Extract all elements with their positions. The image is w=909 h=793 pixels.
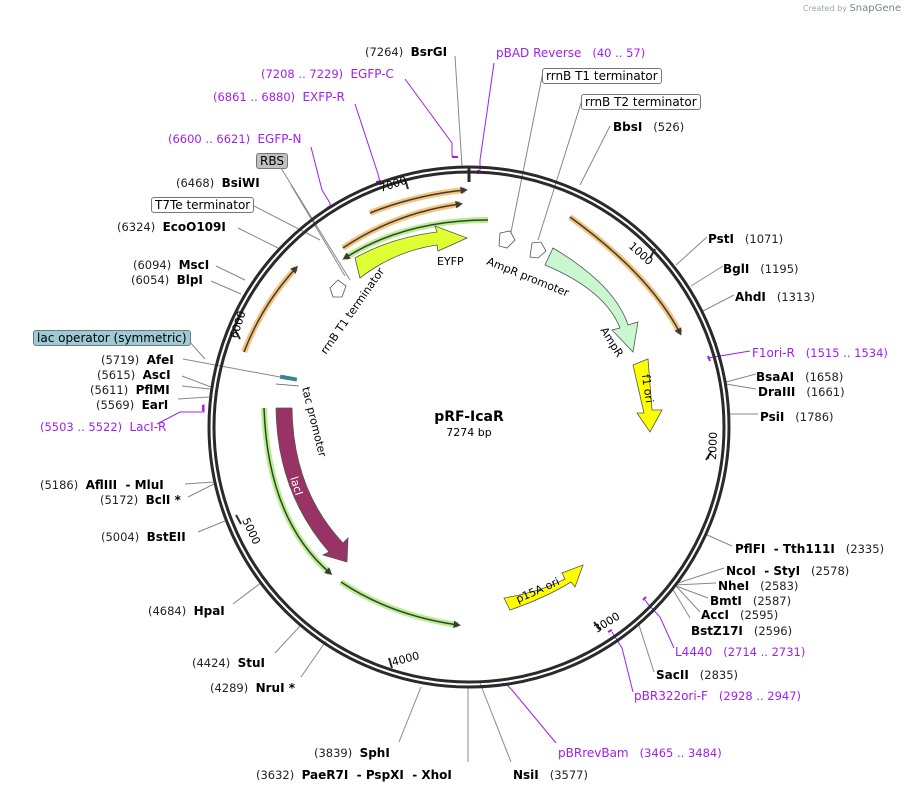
primer-leader-lines [156, 62, 751, 744]
enzyme-site-label[interactable]: BglI (1195) [723, 262, 799, 276]
enzyme-site-label[interactable]: (4684) HpaI [148, 604, 225, 618]
enzyme-site-label[interactable]: (6054) BlpI [131, 273, 203, 287]
enzyme-site-label[interactable]: BstZ17I (2596) [691, 624, 793, 638]
eyfp-feature [354, 225, 469, 279]
enzyme-site-label[interactable]: (6324) EcoO109I [117, 220, 226, 234]
enzyme-site-label[interactable]: AhdI (1313) [735, 290, 816, 304]
enzyme-site-label[interactable]: BmtI (2587) [710, 594, 792, 608]
enzyme-site-label[interactable]: (6094) MscI [133, 258, 210, 272]
primer-label[interactable]: pBR322ori-F (2928 .. 2947) [634, 689, 802, 703]
svg-text:2000: 2000 [706, 432, 720, 460]
svg-text:4000: 4000 [390, 649, 420, 669]
leader-lines [177, 55, 758, 763]
feature-box-label[interactable]: lac operator (symmetric) [33, 330, 191, 346]
rrnb-t1-terminator-icon [329, 279, 347, 298]
green-features [261, 217, 489, 629]
tick-marks [234, 178, 712, 669]
plasmid-length: 7274 bp [446, 426, 492, 439]
enzyme-site-label[interactable]: PflFI - Tth111I (2335) [735, 542, 885, 556]
enzyme-site-label[interactable]: BbsI (526) [613, 120, 685, 134]
enzyme-site-label[interactable]: PsiI (1786) [760, 410, 834, 424]
primer-label[interactable]: (6600 .. 6621) EGFP-N [168, 132, 302, 146]
enzyme-site-label[interactable]: (4289) NruI * [210, 681, 295, 695]
primer-label[interactable]: (5503 .. 5522) LacI-R [40, 420, 167, 434]
feature-box-label[interactable]: T7Te terminator [151, 197, 255, 213]
p15a-ori-feature [503, 564, 584, 611]
svg-text:3000: 3000 [592, 610, 623, 636]
primer-label[interactable]: pBAD Reverse (40 .. 57) [496, 46, 646, 60]
svg-text:f1 ori: f1 ori [639, 374, 656, 404]
tick-labels: 1000 2000 3000 4000 5000 6000 7000 [227, 174, 719, 669]
enzyme-site-label[interactable]: DraIII (1661) [758, 385, 845, 399]
snapgene-logo: SnapGene [849, 3, 901, 14]
enzyme-site-label[interactable]: (3839) SphI [314, 746, 390, 760]
enzyme-site-label[interactable]: PstI (1071) [708, 232, 784, 246]
primer-label[interactable]: L4440 (2714 .. 2731) [675, 645, 806, 659]
enzyme-site-label[interactable]: (5719) AfeI [101, 353, 174, 367]
enzyme-site-label[interactable]: NheI (2583) [718, 579, 799, 593]
ampr-feature [544, 247, 639, 353]
ampr-promoter-icon [498, 230, 547, 259]
svg-text:6000: 6000 [227, 309, 248, 340]
enzyme-site-label[interactable]: BsaAI (1658) [756, 370, 844, 384]
laci-feature [275, 407, 349, 563]
feature-box-label[interactable]: RBS [256, 153, 288, 169]
enzyme-site-label[interactable]: (7264) BsrGI [365, 45, 448, 59]
enzyme-site-label[interactable]: (5004) BstEII [101, 530, 186, 544]
enzyme-site-label[interactable]: (5186) AflIII - MluI [40, 478, 164, 492]
enzyme-site-label[interactable]: AccI (2595) [701, 608, 779, 622]
feature-box-label[interactable]: rrnB T1 terminator [542, 68, 662, 84]
orange-features [241, 186, 683, 354]
svg-text:tac promoter: tac promoter [299, 386, 329, 459]
enzyme-site-label[interactable]: (5172) BclI * [100, 493, 181, 507]
feature-box-label[interactable]: rrnB T2 terminator [581, 94, 701, 110]
svg-text:EYFP: EYFP [437, 255, 464, 268]
enzyme-site-label[interactable]: SacII (2835) [656, 668, 739, 682]
primer-label[interactable]: F1ori-R (1515 .. 1534) [752, 346, 888, 360]
credit-prefix: Created by [802, 4, 847, 13]
svg-text:lacI: lacI [287, 475, 305, 497]
enzyme-site-label[interactable]: NsiI (3577) [513, 768, 588, 782]
primer-label[interactable]: (6861 .. 6880) EXFP-R [213, 90, 345, 104]
primer-label[interactable]: pBRrevBam (3465 .. 3484) [558, 746, 722, 760]
svg-text:7000: 7000 [378, 174, 409, 195]
enzyme-site-label[interactable]: (6468) BsiWI [176, 176, 260, 190]
enzyme-site-label[interactable]: (5615) AscI [97, 368, 171, 382]
primer-label[interactable]: (7208 .. 7229) EGFP-C [261, 67, 394, 81]
enzyme-site-label[interactable]: (4424) StuI [192, 656, 265, 670]
enzyme-site-label[interactable]: (3632) PaeR7I - PspXI - XhoI [256, 768, 452, 782]
enzyme-site-label[interactable]: NcoI - StyI (2578) [726, 564, 850, 578]
snapgene-credit: Created by SnapGene [803, 3, 901, 14]
svg-text:rrnB T1 terminator: rrnB T1 terminator [318, 265, 388, 357]
enzyme-site-label[interactable]: (5569) EarI [96, 398, 169, 412]
lac-operator-icon [275, 374, 300, 387]
plasmid-name: pRF-IcaR [434, 409, 504, 425]
enzyme-site-label[interactable]: (5611) PflMI [90, 383, 170, 397]
f1-ori-feature [632, 358, 663, 433]
